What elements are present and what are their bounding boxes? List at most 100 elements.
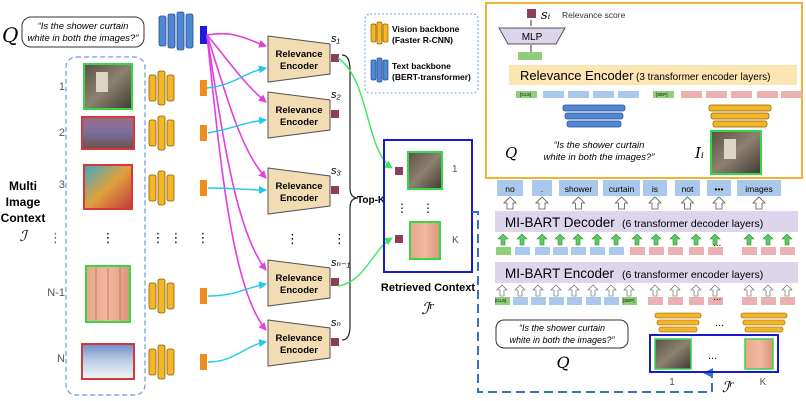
legend-vision-label-1: Vision backbone (392, 24, 460, 34)
decoder-token (668, 247, 683, 255)
up-arrow-icon (496, 284, 508, 297)
relevance-encoder-label: Relevance (275, 105, 322, 116)
detail-encoder-title: Relevance Encoder (520, 68, 634, 83)
encoder-token (567, 297, 582, 305)
context-image-2 (81, 116, 135, 150)
decoder-token (496, 247, 511, 255)
up-arrow-icon (610, 233, 622, 246)
context-image-1 (83, 63, 133, 110)
bart-cls-token: [CLS] (495, 298, 506, 303)
context-label-3: Context (1, 211, 46, 225)
detail-token (681, 91, 702, 98)
encoder-token (604, 297, 619, 305)
detail-query-symbol: Q (505, 144, 517, 162)
encoder-token (742, 297, 757, 305)
output-token-text: is (652, 184, 658, 194)
bart-sep-token: [SEP] (623, 298, 635, 303)
relevance-encoder-label: Encoder (280, 285, 318, 296)
decoder-token (609, 247, 624, 255)
output-token: ••• (707, 180, 731, 196)
mibart-encoder-sub: (6 transformer encoder layers) (622, 269, 763, 281)
up-arrow-icon (587, 284, 599, 297)
retrieved-image-1 (407, 151, 443, 190)
up-arrow-icon (781, 233, 793, 246)
retrieved-label-k: K (452, 235, 459, 246)
retrieved-label-1: 1 (452, 164, 458, 175)
up-arrow-icon (712, 196, 726, 210)
retrieved-score-1 (395, 167, 403, 175)
score-square (331, 338, 339, 346)
detail-token (516, 91, 537, 98)
bart-query-symbol: Q (556, 353, 569, 372)
query-text-line1: “Is the shower curtain (38, 21, 129, 32)
context-label-1: Multi (9, 179, 37, 193)
encoder-token (780, 297, 795, 305)
relevance-encoder-label: Encoder (280, 61, 318, 72)
decoder-token (689, 247, 704, 255)
bart-query-line1: “Is the shower curtain (519, 323, 605, 333)
backbone-ellipsis: ⋮ (152, 230, 165, 245)
image-feature-vector (200, 288, 207, 304)
bart-context-label-1: 1 (669, 377, 675, 388)
up-arrow-icon (752, 196, 766, 210)
up-arrow-icon (568, 284, 580, 297)
detail-token (568, 91, 589, 98)
detail-mlp-box (498, 27, 566, 45)
row-label-ellipsis: ⋮ (49, 230, 62, 245)
vision-backbone-icon (148, 70, 175, 106)
output-token: shower (559, 180, 598, 196)
bart-context-label-k: K (760, 377, 767, 388)
score-label: s₁ (331, 33, 341, 45)
query-arrows (206, 32, 267, 331)
decoder-token (780, 247, 795, 255)
top-k-label: Top-K (357, 195, 386, 206)
decoder-token (708, 247, 723, 255)
image-feature-vector (200, 125, 207, 141)
bart-context-symbol: ℐʳ (722, 378, 734, 396)
output-token-text: no (505, 184, 515, 194)
query-text-box (21, 16, 145, 48)
top-k-brace (341, 54, 359, 341)
up-arrow-icon (781, 284, 793, 297)
retrieved-dots-left: ⋮ (396, 201, 408, 215)
decoder-token (590, 247, 605, 255)
image-context-container (65, 56, 146, 396)
decoder-input-tokens: ... (496, 233, 795, 255)
vision-backbone-icon (148, 115, 175, 151)
up-arrow-icon (514, 284, 526, 297)
vision-backbone-icon (148, 344, 175, 380)
relevance-encoders: RelevanceEncoders₁RelevanceEncoders₂Rele… (267, 33, 351, 367)
relevance-encoder-label: Encoder (280, 193, 318, 204)
context-image-3 (83, 164, 133, 210)
bart-context-image-1 (654, 338, 692, 370)
up-arrow-icon (503, 196, 517, 210)
up-arrow-icon (680, 196, 695, 210)
up-arrow-icon (623, 284, 635, 297)
retrieved-symbol: ℐʳ (421, 299, 435, 318)
output-token: images (737, 180, 781, 196)
detail-image-symbol: Iᵢ (694, 144, 704, 162)
encoder-input-tokens: ... (495, 284, 795, 305)
retrieved-score-k (395, 235, 403, 243)
up-arrow-icon (690, 284, 702, 297)
output-token: . (532, 180, 552, 196)
row-label-1: 1 (59, 81, 65, 93)
encoder-token (648, 297, 663, 305)
up-arrow-icon (532, 284, 544, 297)
bart-query-line2: white in both the images?” (509, 335, 615, 345)
image-feature-vector (200, 80, 207, 96)
retrieved-image-k (409, 221, 441, 260)
up-arrow-icon (572, 233, 584, 246)
up-arrow-icon (614, 196, 629, 210)
decoder-token (553, 247, 568, 255)
output-token: no (497, 180, 523, 196)
query-symbol: Q (2, 23, 18, 47)
decoder-token (761, 247, 776, 255)
context-symbol: ℐ (19, 227, 29, 245)
up-arrow-icon (743, 284, 755, 297)
legend-text-label-2: (BERT-transformer) (392, 72, 471, 82)
query-text-line2: white in both the images?” (28, 33, 140, 44)
